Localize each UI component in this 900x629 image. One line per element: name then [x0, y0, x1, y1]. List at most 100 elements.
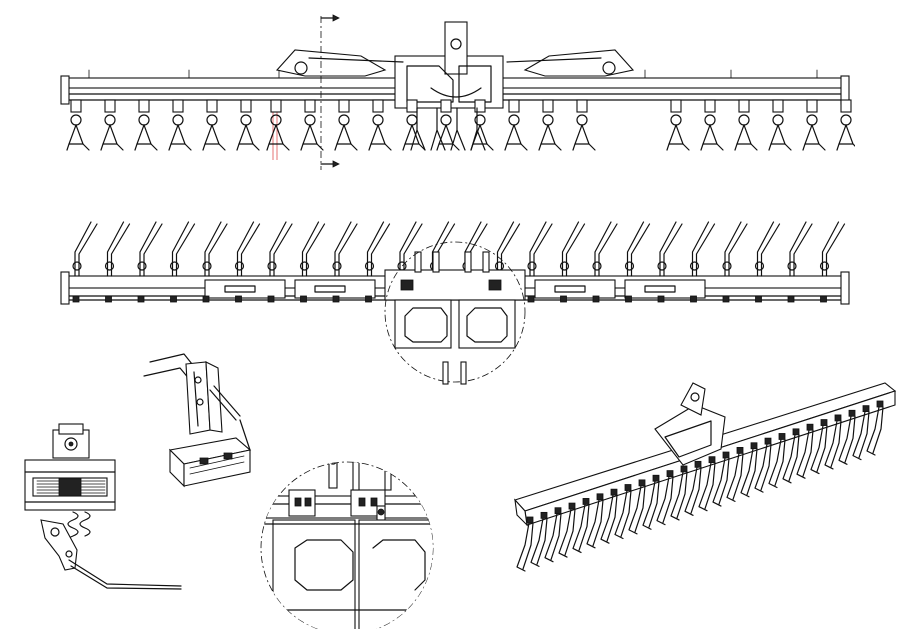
detail-callout-circle	[384, 241, 526, 383]
rear-tine	[592, 221, 618, 303]
iso-tine	[740, 442, 758, 498]
fold-bracket	[534, 279, 616, 299]
center-circle-detail	[255, 448, 435, 629]
tine-side-detail-drawing	[24, 423, 182, 590]
rear-tine	[689, 221, 716, 303]
rear-end-right	[840, 271, 850, 305]
iso-tine	[684, 460, 702, 516]
iso-tine	[572, 498, 590, 554]
iso-tine	[614, 484, 632, 540]
rear-center-bolt	[464, 251, 472, 273]
rear-tine	[559, 221, 586, 303]
iso-tine	[782, 428, 800, 484]
iso-tine	[810, 419, 828, 475]
center-tine	[470, 107, 486, 151]
rear-center-bolt	[414, 251, 422, 273]
front-tine	[836, 99, 855, 151]
front-tine	[266, 99, 290, 151]
rear-tine	[137, 221, 163, 303]
fold-bracket	[624, 279, 706, 299]
iso-tine	[642, 474, 660, 530]
iso-tine	[628, 479, 646, 535]
center-tine	[450, 107, 466, 151]
rear-tine	[819, 221, 846, 303]
front-tine	[666, 99, 690, 151]
iso-tine	[670, 465, 688, 521]
front-view-drawing	[60, 14, 855, 170]
front-tine	[236, 99, 260, 151]
front-tine	[802, 99, 826, 151]
iso-tine	[516, 516, 534, 572]
iso-tine	[824, 414, 842, 470]
center-circle-detail-drawing	[260, 461, 434, 629]
rear-tine	[624, 221, 651, 303]
front-tine	[300, 99, 324, 151]
rear-tine	[332, 221, 358, 303]
rear-tine	[299, 221, 326, 303]
center-tine	[410, 107, 426, 151]
iso-tine	[866, 400, 884, 456]
iso-tine	[712, 451, 730, 507]
iso-view	[505, 365, 900, 575]
iso-tine	[726, 447, 744, 502]
rear-view-drawing	[60, 221, 850, 385]
front-tine	[504, 99, 528, 151]
iso-tine	[586, 493, 604, 549]
rear-tine	[364, 221, 391, 303]
rear-end-left	[60, 271, 70, 305]
iso-view-drawing	[514, 382, 897, 572]
front-tine	[202, 99, 226, 151]
iso-tine	[838, 409, 856, 465]
rear-tine	[267, 221, 293, 303]
front-tine	[100, 99, 124, 151]
lift-arm-left	[275, 49, 387, 77]
fold-bracket	[204, 279, 286, 299]
front-tine	[734, 99, 758, 151]
rear-tine	[104, 221, 131, 303]
front-tine	[134, 99, 158, 151]
front-tine	[168, 99, 192, 151]
fold-bracket	[294, 279, 376, 299]
loose-pin	[442, 361, 449, 385]
front-tine	[768, 99, 792, 151]
iso-tine	[768, 433, 786, 489]
rear-tine	[722, 221, 748, 303]
bracket-detail-drawing	[143, 353, 252, 488]
iso-beam-end	[514, 498, 528, 527]
front-tine	[66, 99, 90, 151]
front-tine	[572, 99, 596, 151]
front-tine	[402, 99, 426, 151]
rear-tine	[169, 221, 196, 303]
iso-tine	[754, 437, 772, 493]
rear-tine	[657, 221, 683, 303]
iso-tine	[544, 507, 562, 563]
front-view	[55, 10, 855, 175]
iso-tine	[852, 405, 870, 461]
lift-arm-right	[523, 49, 635, 77]
loose-pin	[460, 361, 467, 385]
iso-tine	[698, 456, 716, 512]
iso-mast	[680, 382, 706, 416]
rear-tine	[787, 221, 813, 303]
rear-tine	[527, 221, 553, 303]
headstock-mast	[444, 21, 468, 75]
iso-tine	[656, 470, 674, 526]
iso-tine	[558, 502, 576, 558]
rear-center-bolt	[432, 251, 440, 273]
front-tine	[700, 99, 724, 151]
bracket-detail	[140, 350, 260, 495]
rear-center-bolt	[482, 251, 490, 273]
iso-tine	[600, 488, 618, 544]
rear-tine	[72, 221, 98, 303]
rear-tine	[234, 221, 261, 303]
iso-tine	[796, 423, 814, 479]
frame-end-left	[60, 75, 70, 105]
center-tine	[430, 107, 446, 151]
rear-view	[55, 200, 855, 390]
rear-tine	[754, 221, 781, 303]
front-tine	[334, 99, 358, 151]
front-tine	[436, 99, 460, 151]
tine-side-detail	[15, 420, 195, 600]
front-tine	[538, 99, 562, 151]
iso-tine	[530, 511, 548, 567]
